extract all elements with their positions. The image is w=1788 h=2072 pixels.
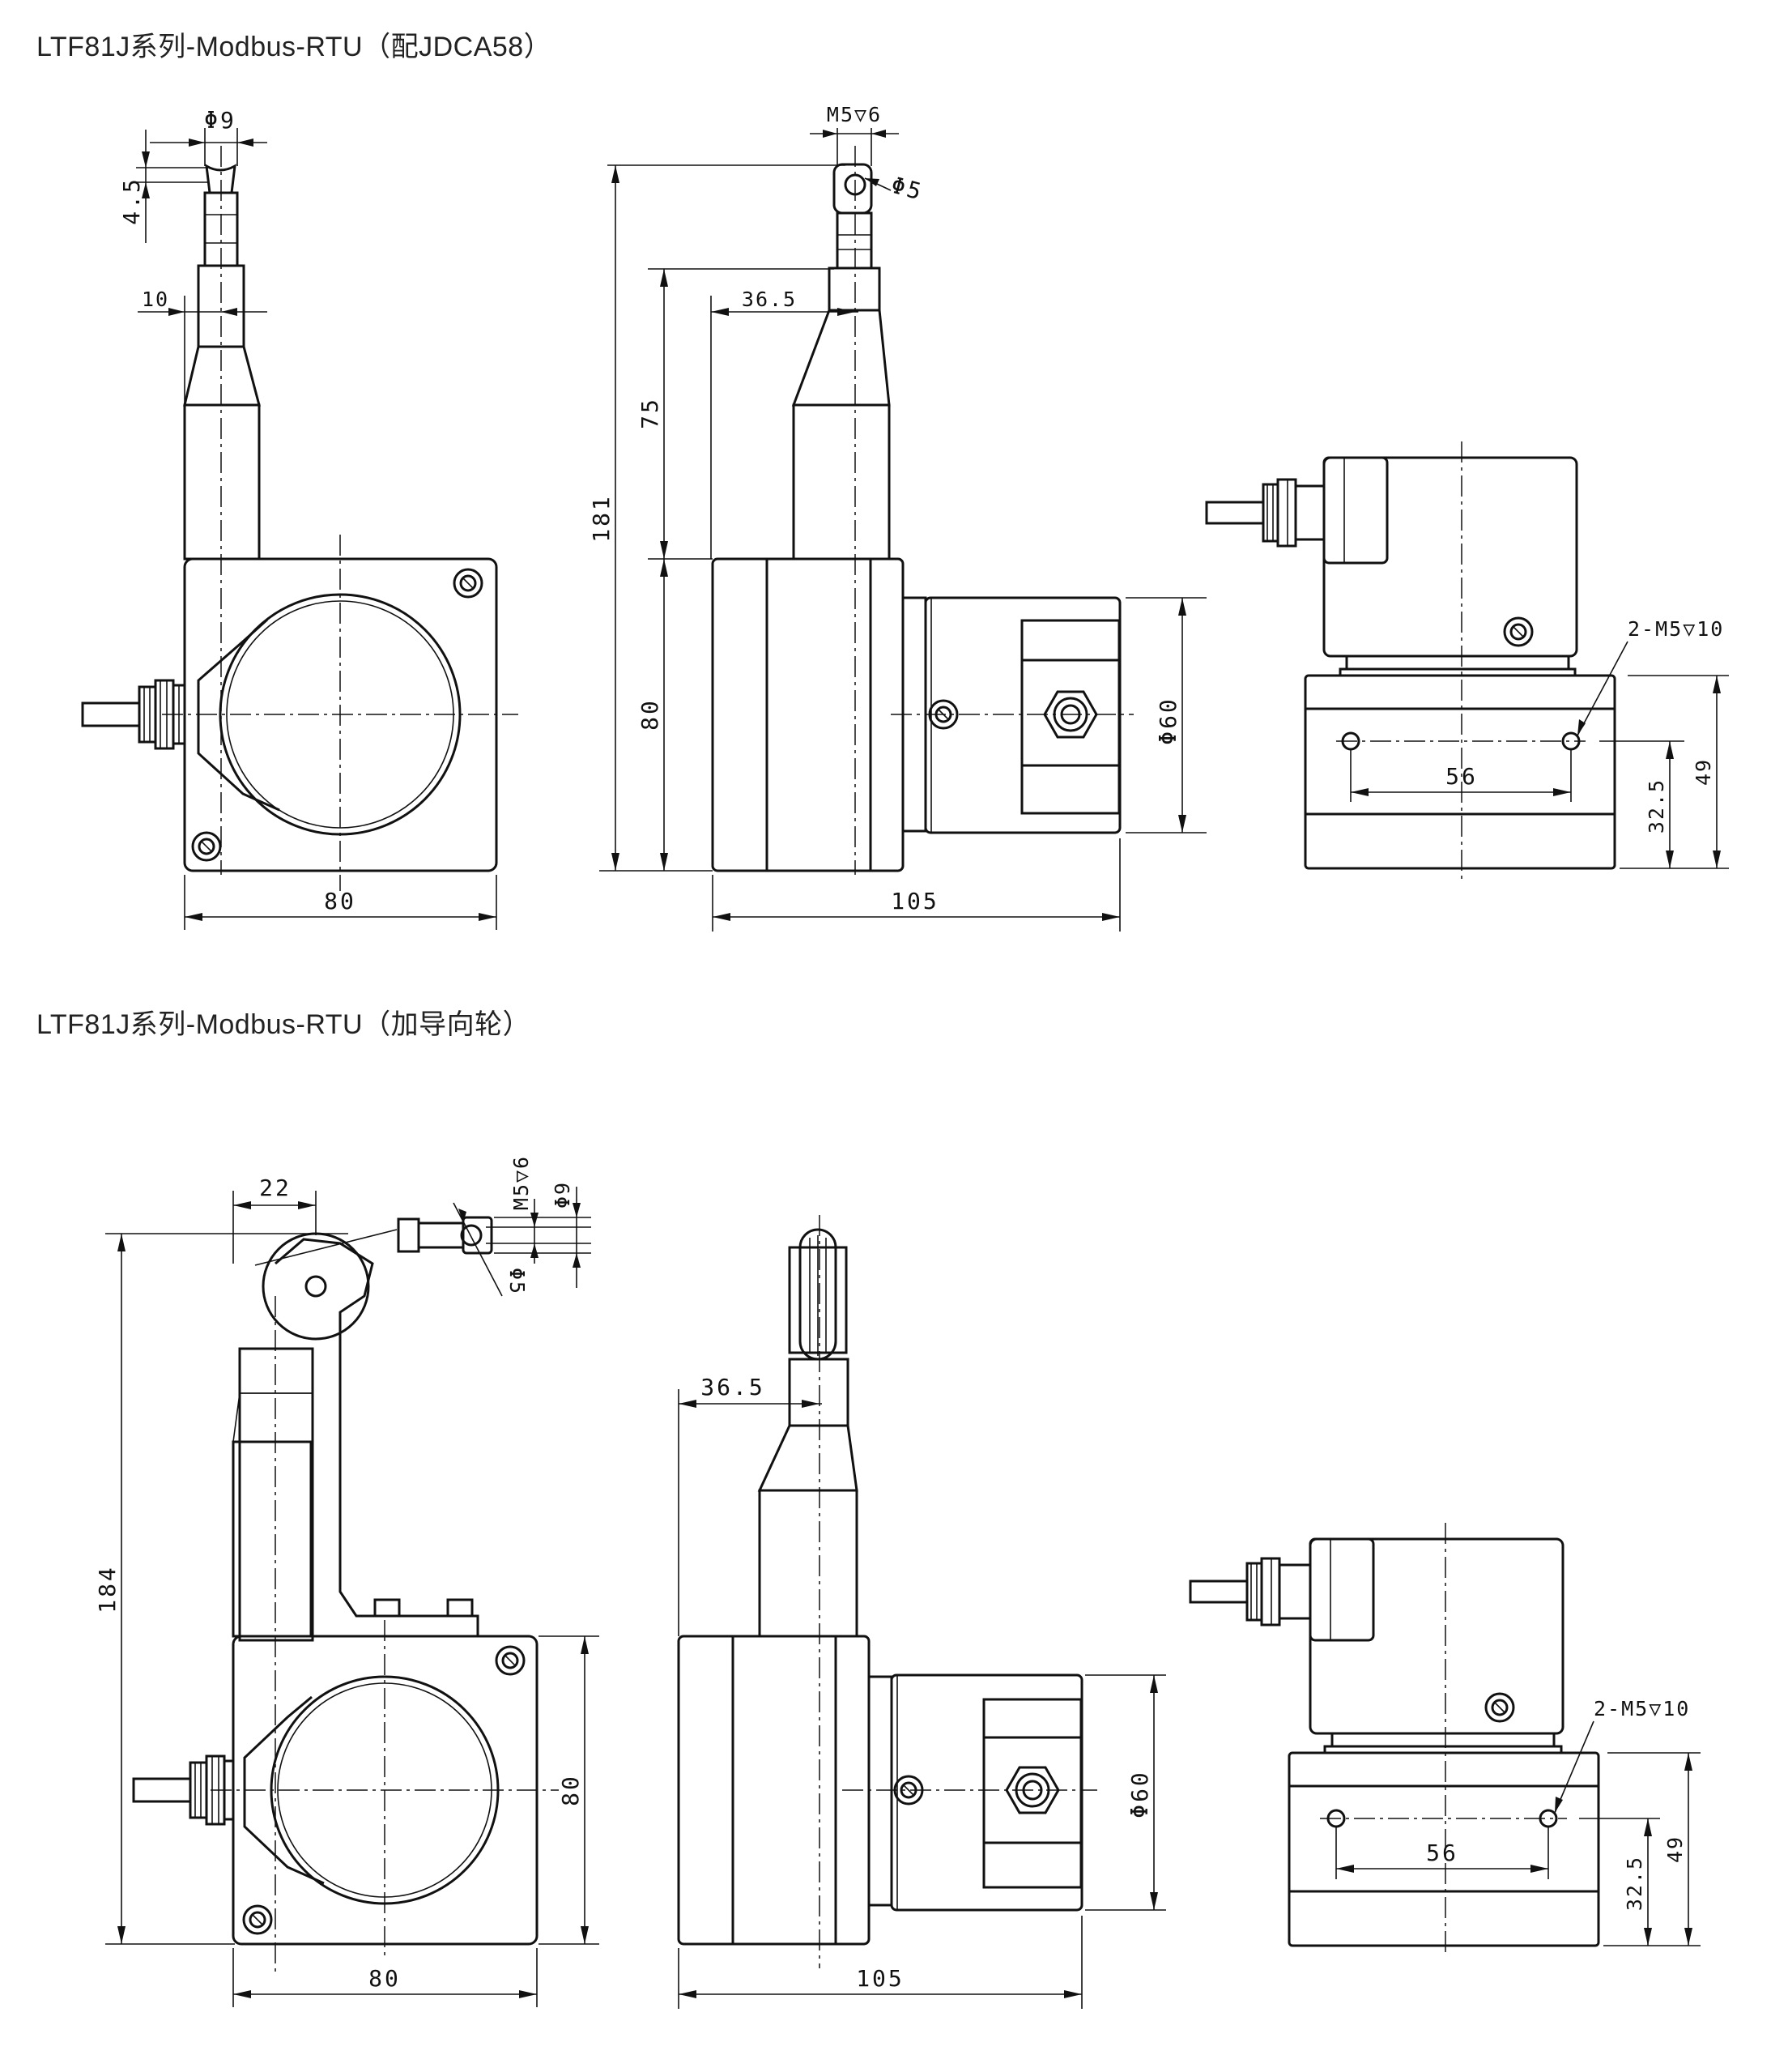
dim-hole-dia-bottom: Φ5: [505, 1268, 529, 1295]
title-bottom: LTF81J系列-Modbus-RTU（加导向轮）: [36, 1009, 531, 1040]
dim-offset-top: 36.5: [742, 288, 797, 311]
dim-holes-bottom: 2-M5▽10: [1594, 1697, 1690, 1720]
dim-depth-top: 105: [891, 888, 939, 914]
top-view-bottom: [1189, 1523, 1600, 1956]
dim-rod-length-top: 75: [636, 397, 663, 429]
dim-encoder-dia-top: Φ60: [1155, 697, 1181, 745]
dim-offset-bottom: 36.5: [700, 1374, 764, 1401]
top-view-top: [1205, 441, 1616, 879]
dim-rod-offset-top: 10: [142, 288, 169, 311]
side-top-dimensions: M5▽6 Φ5 36.5 75 80 181 Φ60: [588, 103, 1207, 932]
dim-width-top: 80: [324, 888, 356, 914]
dim-thread-top: M5▽6: [827, 103, 882, 126]
front-top-dimensions: Φ9 4.5 10 80: [118, 107, 497, 930]
dim-body-height-top: 80: [636, 698, 663, 731]
side-bottom-dimensions: 36.5 Φ60 105: [678, 1374, 1166, 2009]
dim-base-height-top: 49: [1692, 758, 1715, 786]
front-view-top: [81, 146, 518, 891]
title-top: LTF81J系列-Modbus-RTU（配JDCA58）: [36, 32, 552, 62]
dim-body-height-bottom: 80: [557, 1774, 584, 1806]
side-view-bottom: [677, 1215, 1097, 1968]
dim-hole-height-bottom: 32.5: [1623, 1856, 1646, 1911]
dim-depth-bottom: 105: [856, 1965, 905, 1992]
front-view-bottom: [132, 1216, 559, 1976]
dim-shaft-dia-top: Φ9: [204, 107, 236, 134]
dim-hole-dia-top: Φ5: [888, 172, 926, 206]
dim-hole-spacing-bottom: 56: [1426, 1840, 1458, 1866]
dim-holes-top: 2-M5▽10: [1628, 617, 1724, 641]
front-bottom-dimensions: 22 M5▽6 Φ9 Φ5 184 80 80: [94, 1155, 599, 2007]
dim-thread-bottom: M5▽6: [509, 1155, 533, 1210]
top-view-top-dimensions: 2-M5▽10 56 32.5 49: [1350, 617, 1729, 869]
dim-encoder-dia-bottom: Φ60: [1126, 1770, 1153, 1818]
dim-width-bottom: 80: [368, 1965, 401, 1992]
dim-shaft-dia-bottom: Φ9: [551, 1181, 574, 1209]
dim-end-height-top: 4.5: [118, 177, 145, 225]
side-view-top: [711, 146, 1134, 875]
dim-hole-spacing-top: 56: [1445, 763, 1478, 790]
dim-total-height-bottom: 184: [94, 1565, 121, 1614]
dim-base-height-bottom: 49: [1663, 1835, 1687, 1863]
top-view-bottom-dimensions: 2-M5▽10 56 32.5 49: [1335, 1697, 1701, 1946]
dim-total-height-top: 181: [588, 494, 615, 543]
dim-hole-height-top: 32.5: [1645, 778, 1668, 833]
dim-pulley-offset-bottom: 22: [259, 1175, 292, 1201]
